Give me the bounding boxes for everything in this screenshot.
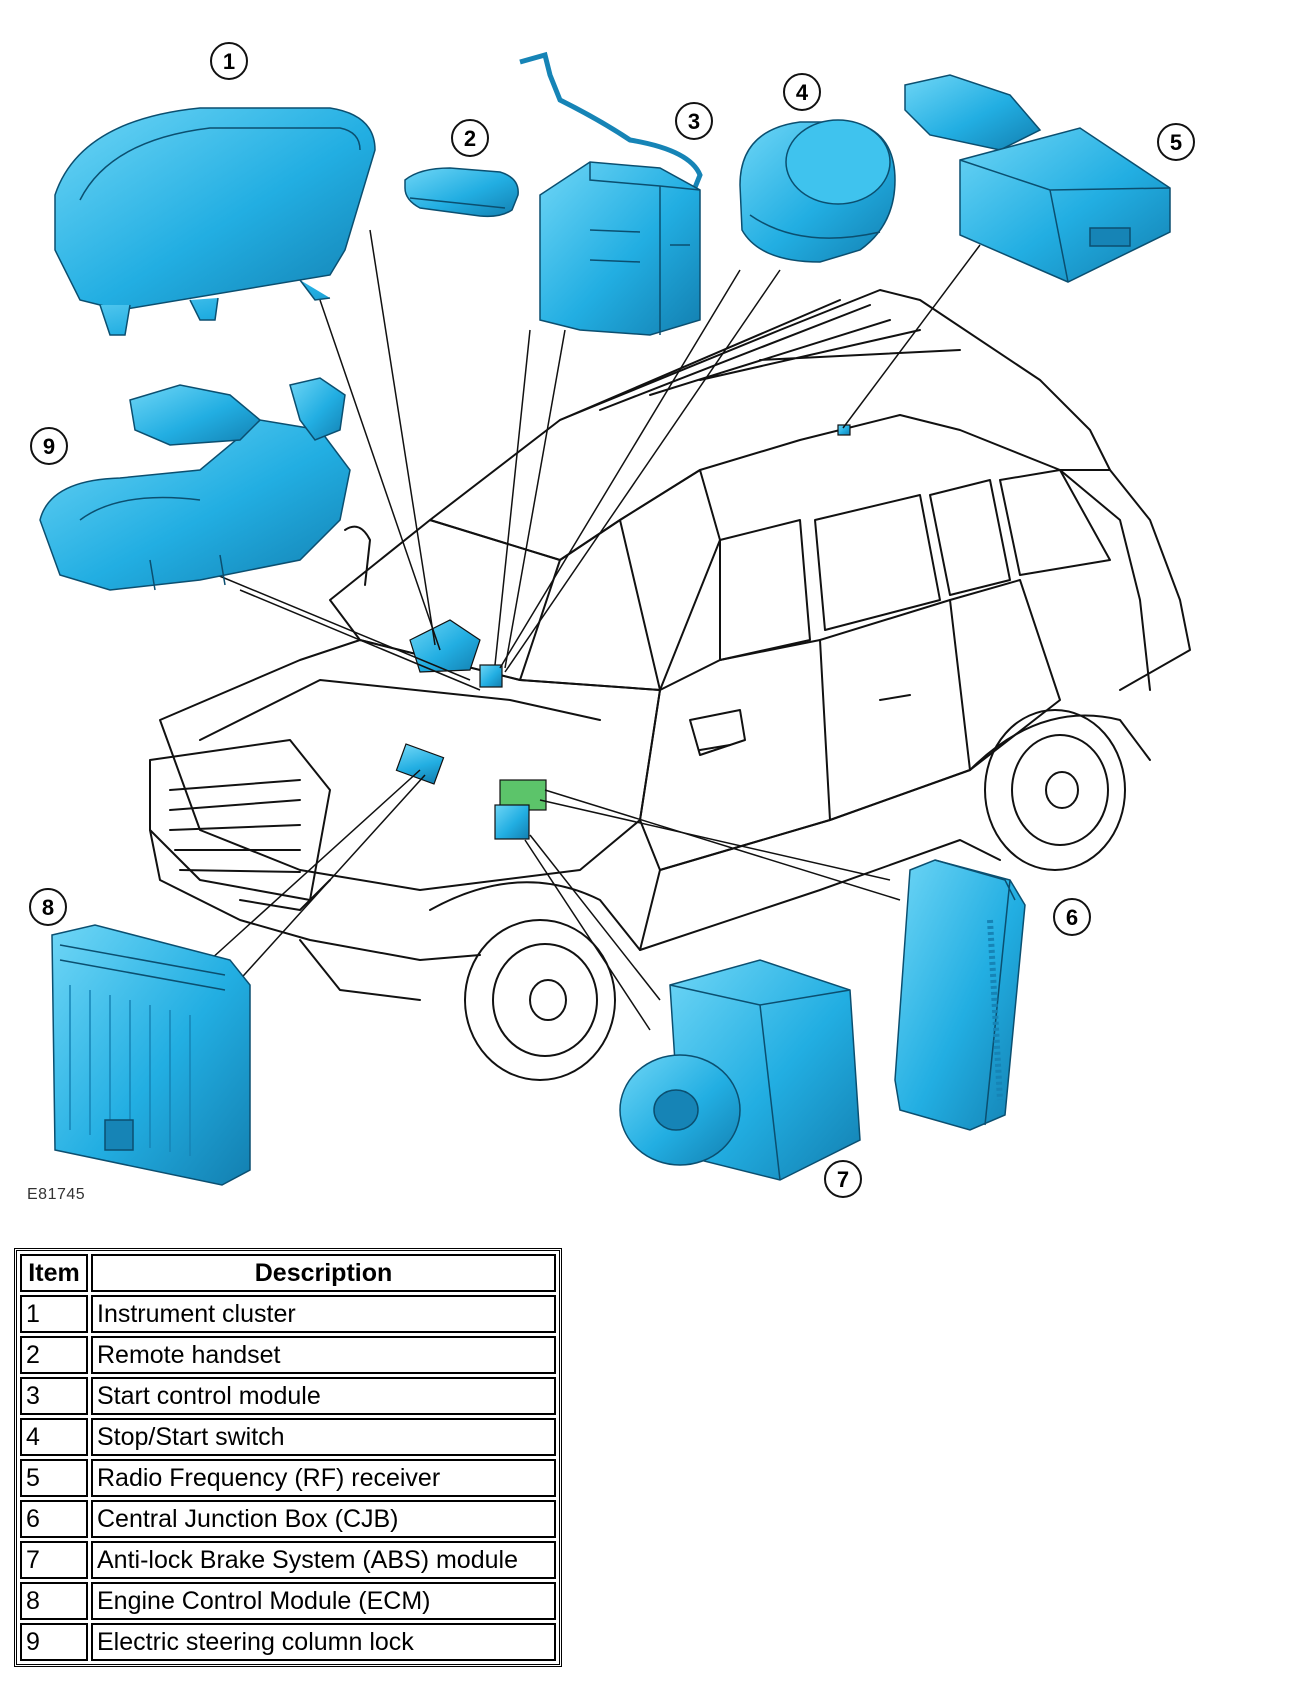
callout-7: 7	[824, 1160, 862, 1198]
steering-column-lock-illustration	[39, 377, 351, 591]
item-cell: 2	[20, 1336, 88, 1374]
item-cell: 4	[20, 1418, 88, 1456]
item-cell: 5	[20, 1459, 88, 1497]
vehicle-outline	[149, 289, 1191, 1081]
description-cell: Engine Control Module (ECM)	[91, 1582, 556, 1620]
start-control-module-illustration	[519, 51, 703, 336]
svg-text:3: 3	[688, 109, 700, 134]
svg-text:1: 1	[223, 49, 235, 74]
item-cell: 1	[20, 1295, 88, 1333]
svg-text:7: 7	[837, 1167, 849, 1192]
svg-text:9: 9	[43, 434, 55, 459]
header-description: Description	[91, 1254, 556, 1292]
item-cell: 8	[20, 1582, 88, 1620]
item-cell: 3	[20, 1377, 88, 1415]
description-cell: Remote handset	[91, 1336, 556, 1374]
component-location-diagram: 1 2 3 4 5 6 7 8 9	[29, 42, 1195, 1198]
abs-module-illustration	[619, 959, 861, 1181]
callout-3: 3	[675, 102, 713, 140]
svg-text:5: 5	[1170, 130, 1182, 155]
description-cell: Central Junction Box (CJB)	[91, 1500, 556, 1538]
callout-6: 6	[1053, 898, 1091, 936]
description-cell: Start control module	[91, 1377, 556, 1415]
figure-id: E81745	[27, 1186, 86, 1203]
header-item: Item	[20, 1254, 88, 1292]
callout-4: 4	[783, 73, 821, 111]
svg-text:6: 6	[1066, 905, 1078, 930]
description-cell: Stop/Start switch	[91, 1418, 556, 1456]
callout-5: 5	[1157, 123, 1195, 161]
svg-text:4: 4	[796, 80, 809, 105]
item-cell: 6	[20, 1500, 88, 1538]
description-cell: Electric steering column lock	[91, 1623, 556, 1661]
svg-text:8: 8	[42, 895, 54, 920]
ecm-illustration	[51, 924, 251, 1186]
callout-9: 9	[30, 427, 68, 465]
callout-8: 8	[29, 888, 67, 926]
description-cell: Instrument cluster	[91, 1295, 556, 1333]
callout-2: 2	[451, 119, 489, 157]
leader-lines	[204, 229, 981, 1031]
description-cell: Anti-lock Brake System (ABS) module	[91, 1541, 556, 1579]
legend-header-row: Item Description	[20, 1254, 556, 1292]
description-cell: Radio Frequency (RF) receiver	[91, 1459, 556, 1497]
svg-text:2: 2	[464, 126, 476, 151]
in-vehicle-markers	[395, 424, 851, 840]
rf-receiver-illustration	[904, 74, 1171, 283]
item-cell: 9	[20, 1623, 88, 1661]
remote-handset-illustration	[404, 167, 519, 218]
callout-1: 1	[210, 42, 248, 80]
instrument-cluster-illustration	[54, 107, 376, 336]
stop-start-switch-illustration	[739, 119, 896, 263]
item-cell: 7	[20, 1541, 88, 1579]
cjb-illustration	[894, 859, 1026, 1131]
